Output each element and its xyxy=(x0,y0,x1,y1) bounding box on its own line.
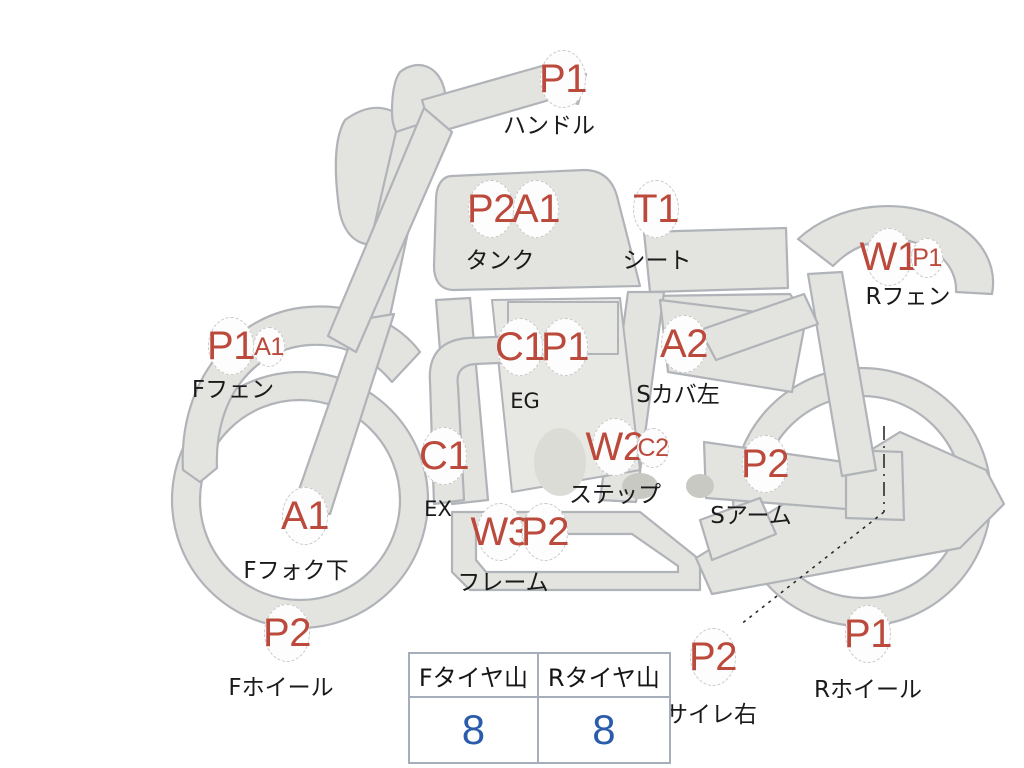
marker-seat-t1[interactable]: T1 xyxy=(633,180,679,238)
marker-f-wheel-p2[interactable]: P2 xyxy=(263,604,311,662)
caption-frame: フレーム xyxy=(457,570,549,596)
marker-r-fender-w1[interactable]: W1 xyxy=(860,228,919,286)
caption-exhaust: EX xyxy=(424,497,452,521)
table-value-front[interactable]: 8 xyxy=(408,696,539,764)
marker-s-cover-l-a2[interactable]: A2 xyxy=(660,315,708,373)
marker-step-c2[interactable]: C2 xyxy=(637,428,669,468)
steering-neck xyxy=(326,106,454,354)
marker-f-fork-lo-a1[interactable]: A1 xyxy=(281,487,329,545)
rear-shock xyxy=(806,270,878,478)
marker-f-fender-a1[interactable]: A1 xyxy=(253,327,285,367)
marker-exhaust-c1[interactable]: C1 xyxy=(419,427,470,485)
rear-subframe xyxy=(698,292,820,362)
marker-step-w2[interactable]: W2 xyxy=(586,418,645,476)
marker-r-fender-p1[interactable]: P1 xyxy=(911,238,943,278)
caption-seat: シート xyxy=(622,248,692,274)
silencer-leader-line xyxy=(739,511,885,626)
marker-tank-p2[interactable]: P2 xyxy=(467,180,515,238)
table-header-front: Fタイヤ山 xyxy=(408,652,539,698)
caption-f-fork-lo: Fフォク下 xyxy=(243,558,349,584)
marker-tank-a1[interactable]: A1 xyxy=(512,180,560,238)
marker-s-arm-p2[interactable]: P2 xyxy=(741,435,789,493)
seat xyxy=(642,226,790,294)
caption-step: ステップ xyxy=(569,482,661,508)
caption-r-wheel: Rホイール xyxy=(814,677,922,703)
table-header-rear: Rタイヤ山 xyxy=(536,652,672,698)
caption-s-cover-l: Sカバ左 xyxy=(636,382,720,408)
caption-s-arm: Sアーム xyxy=(710,503,792,529)
step-peg-left xyxy=(622,473,658,499)
engine-cover xyxy=(534,428,586,496)
caption-f-fender: Fフェン xyxy=(191,377,275,403)
marker-engine-c1[interactable]: C1 xyxy=(495,318,546,376)
table-value-rear[interactable]: 8 xyxy=(536,696,672,764)
marker-f-fender-p1[interactable]: P1 xyxy=(207,317,255,375)
caption-r-fender: Rフェン xyxy=(865,284,951,310)
table-value-row: 8 8 xyxy=(408,696,672,764)
marker-silencer-r-p2[interactable]: P2 xyxy=(689,628,737,686)
table-header-row: Fタイヤ山 Rタイヤ山 xyxy=(408,652,672,698)
step-peg-right xyxy=(686,474,714,498)
front-fork-lower xyxy=(290,312,396,516)
caption-f-wheel: Fホイール xyxy=(228,675,334,701)
lower-linkage xyxy=(698,496,778,562)
marker-engine-p1[interactable]: P1 xyxy=(541,318,589,376)
caption-engine: EG xyxy=(510,389,540,413)
marker-frame-p2[interactable]: P2 xyxy=(521,503,569,561)
marker-r-wheel-p1[interactable]: P1 xyxy=(844,605,892,663)
caption-tank: タンク xyxy=(465,248,535,274)
tyre-depth-table: Fタイヤ山 Rタイヤ山 8 8 xyxy=(408,652,672,764)
caption-handle: ハンドル xyxy=(503,113,595,139)
marker-frame-w3[interactable]: W3 xyxy=(471,503,530,561)
caption-silencer-r: サイレ右 xyxy=(665,702,757,728)
marker-handle-p1[interactable]: P1 xyxy=(539,50,587,108)
